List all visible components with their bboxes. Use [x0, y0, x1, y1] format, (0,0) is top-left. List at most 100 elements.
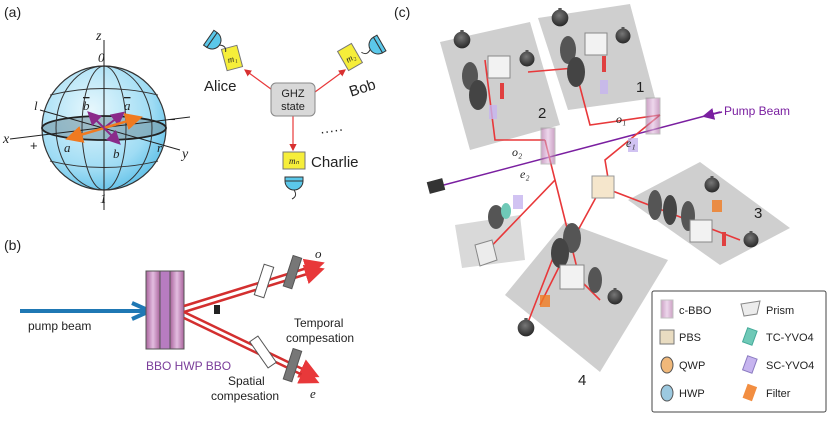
- station-2-optics: [462, 55, 511, 119]
- hwp-icon: [660, 384, 674, 402]
- legend-label-cbbo: c-BBO: [679, 305, 712, 317]
- spatial-label-2: compesation: [211, 389, 279, 403]
- ghz-label: GHZ: [281, 88, 305, 100]
- legend-label-tc-yvo4: TC-YVO4: [766, 332, 814, 344]
- vector-a-bar: [103, 113, 143, 130]
- bbo-crystal-2: [169, 270, 185, 350]
- hwp-plate: [159, 270, 171, 350]
- legend-item-pbs: PBS: [659, 329, 701, 345]
- filter-icon: [742, 383, 758, 402]
- cbbo-crystal-2: [540, 127, 556, 165]
- spatial-plate-1: [249, 335, 277, 369]
- detector-2a: [453, 30, 471, 49]
- axis-y-label: y: [180, 147, 189, 162]
- bob-m-label: m₂: [344, 51, 357, 64]
- vector-b-bar: [103, 111, 126, 129]
- vector-a: [65, 126, 105, 143]
- legend-label-prism: Prism: [766, 305, 794, 317]
- pump-beam-label: Pump Beam: [724, 104, 790, 118]
- temporal-label-1: Temporal: [294, 316, 343, 330]
- bloch-sphere: [9, 40, 191, 210]
- legend-item-sc-yvo4: SC-YVO4: [741, 355, 814, 374]
- mark-minus-label: −: [168, 112, 176, 127]
- station-4-optics: [540, 223, 602, 307]
- charlie-m-label: mₙ: [289, 156, 299, 166]
- legend-label-sc-yvo4: SC-YVO4: [766, 360, 814, 372]
- legend-label-pbs: PBS: [679, 332, 701, 344]
- panel-a-label: (a): [4, 4, 21, 20]
- charlie-detector-icon: [284, 176, 304, 200]
- bob-tag: m₂: [336, 42, 364, 72]
- beam-o1-label: o₁: [616, 112, 626, 126]
- sc-yvo4-icon: [741, 355, 758, 374]
- ghz-source-box: [270, 82, 316, 117]
- legend-item-tc-yvo4: TC-YVO4: [741, 327, 814, 346]
- out-e-label: e: [310, 386, 316, 401]
- legend-label-filter: Filter: [766, 388, 791, 400]
- mark-r-label: r: [157, 140, 163, 155]
- beam-e1-label: e₁: [626, 136, 636, 150]
- qwp-icon: [660, 356, 674, 374]
- legend-item-qwp: QWP: [660, 356, 705, 374]
- station-2-label: 2: [538, 105, 546, 122]
- alice-tag: m₁: [220, 44, 244, 72]
- temporal-plate-1: [253, 263, 275, 299]
- pbs-icon: [659, 329, 675, 345]
- detector-1a: [551, 8, 569, 27]
- vector-b-alt: [103, 127, 121, 145]
- prism-icon: [740, 300, 761, 317]
- crystals-label: BBO HWP BBO: [146, 359, 231, 373]
- mark-l-label: l: [34, 98, 38, 113]
- ghz-state-label: state: [281, 101, 305, 113]
- central-pbs: [591, 175, 615, 199]
- beam-o2-label: o₂: [512, 145, 522, 159]
- station-4-label: 4: [578, 372, 586, 389]
- pole-bottom-label: 1: [100, 191, 107, 206]
- axis-z-label: z: [95, 29, 102, 44]
- legend-label-qwp: QWP: [679, 360, 705, 372]
- panel-c: (c) Pump Beam: [394, 4, 827, 413]
- beam-e2-label: e₂: [520, 167, 530, 181]
- pump-beam: [439, 111, 721, 187]
- central-optics: [474, 97, 661, 267]
- vector-b: [87, 111, 105, 129]
- charlie-tag: mₙ: [282, 151, 306, 170]
- platform-4: [505, 222, 668, 372]
- out-o-label: o: [315, 246, 322, 261]
- cbbo-icon: [660, 299, 674, 319]
- bob-label: Bob: [347, 76, 378, 100]
- ellipsis-dots: ·····: [319, 121, 344, 140]
- spatial-label-1: Spatial: [228, 374, 265, 388]
- bob-detector-icon: [361, 34, 387, 55]
- vec-b-label: b: [113, 146, 120, 161]
- bbo-crystal-1: [145, 270, 161, 350]
- temporal-label-2: compesation: [286, 331, 354, 345]
- station-3-optics: [648, 190, 726, 246]
- vec-a-label: a: [64, 140, 71, 155]
- mark-plus-label: +: [30, 138, 38, 153]
- pump-beam-label: pump beam: [28, 319, 91, 333]
- alice-detector-icon: [202, 29, 227, 53]
- panel-b-label: (b): [4, 237, 21, 253]
- legend-item-hwp: HWP: [660, 384, 705, 402]
- station-1-label: 1: [636, 79, 644, 96]
- tc-yvo4-icon: [741, 327, 758, 346]
- ghz-diagram: GHZ state m₁ Alice m₂ Bob ····· mₙ Charl…: [202, 29, 387, 200]
- alice-label: Alice: [204, 78, 237, 95]
- charlie-label: Charlie: [311, 154, 359, 171]
- pole-top-label: 0: [98, 50, 105, 65]
- station-3-label: 3: [754, 205, 762, 222]
- prism: [474, 239, 498, 267]
- beam-dump: [426, 178, 446, 194]
- panel-b: (b) pump beam BBO HWP BBO o e Temporal c…: [4, 237, 354, 403]
- cbbo-crystal-1: [645, 97, 661, 135]
- legend-label-hwp: HWP: [679, 388, 705, 400]
- alice-m-label: m₁: [226, 53, 238, 65]
- panel-a: (a) z 0 1 x y l r + − b a a b: [2, 4, 191, 210]
- station-1-optics: [560, 32, 608, 94]
- legend: c-BBO Prism PBS TC-YVO4 QWP SC-YVO4: [651, 290, 827, 413]
- bar-a-label: a: [124, 98, 131, 113]
- legend-item-cbbo: c-BBO: [660, 299, 712, 319]
- axis-x-label: x: [2, 132, 10, 147]
